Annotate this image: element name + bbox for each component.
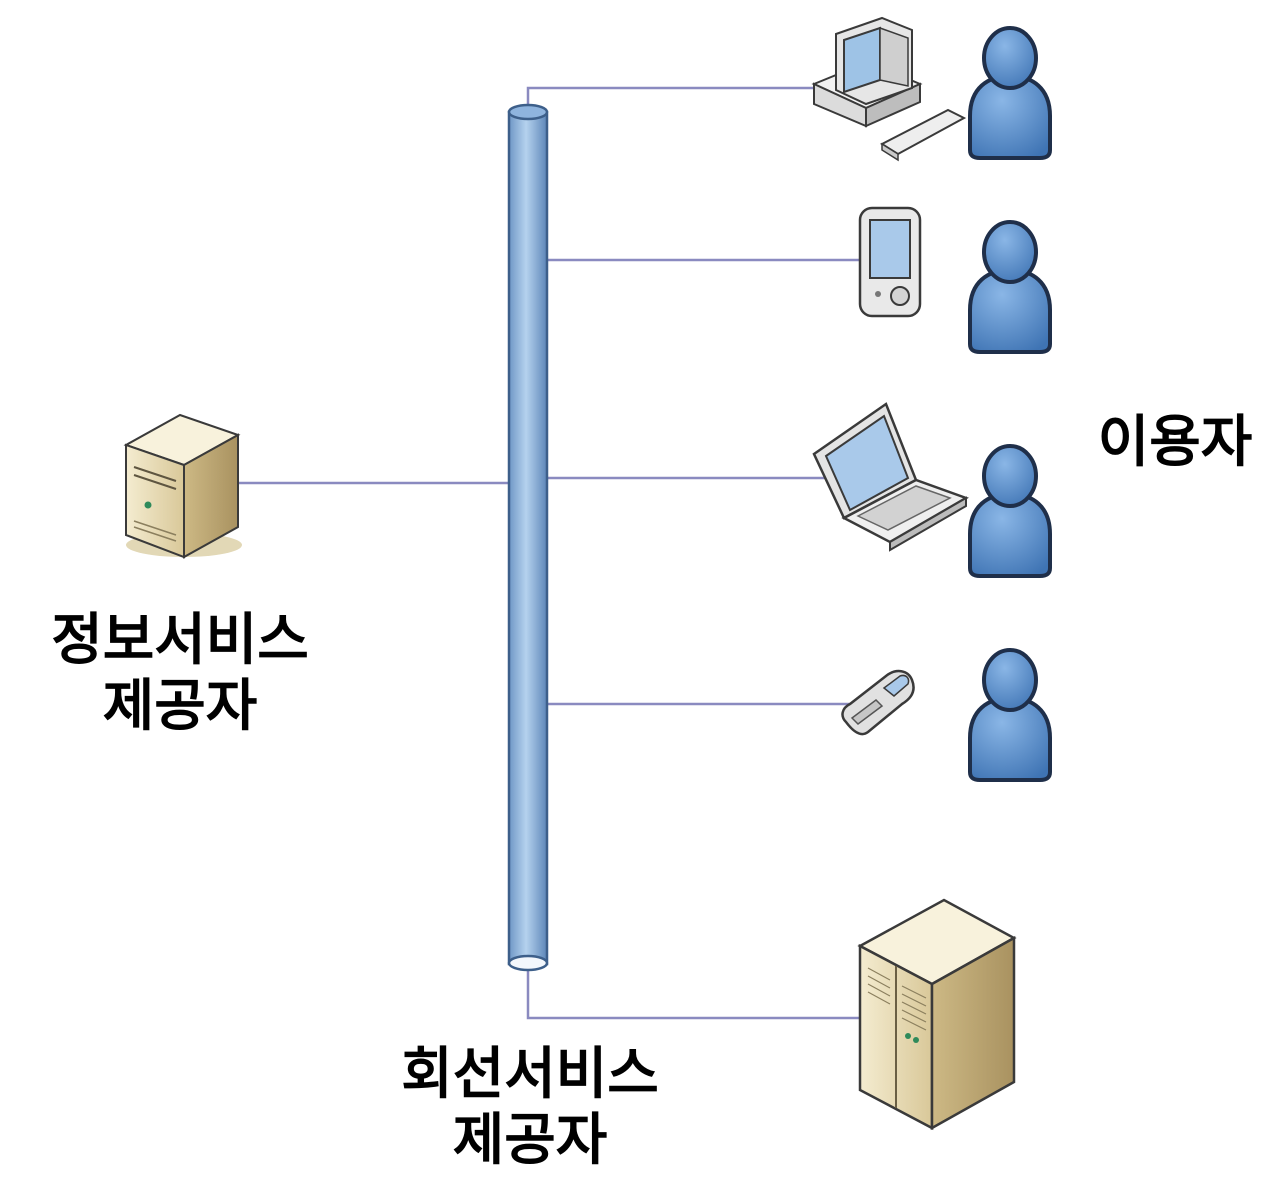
line-service-provider-label: 회선서비스 제공자 <box>330 1042 730 1174</box>
pda-icon <box>858 206 922 318</box>
network-bus <box>507 103 549 972</box>
laptop-icon <box>812 402 969 552</box>
user-icon <box>968 444 1052 578</box>
user-icon <box>968 648 1052 782</box>
connector-line-server <box>526 962 860 1020</box>
info-service-provider-label: 정보서비스 제공자 <box>10 608 350 740</box>
user-icon <box>968 220 1052 354</box>
tower-server-icon <box>123 413 242 559</box>
rack-server-icon <box>857 898 1017 1131</box>
desktop-computer-icon <box>811 16 967 162</box>
connector-lines <box>238 86 860 1020</box>
info-service-provider-label-line1: 정보서비스 <box>51 608 309 673</box>
mobile-phone-icon <box>841 669 915 736</box>
user-icon <box>968 26 1052 160</box>
users-label: 이용자 <box>1070 410 1280 476</box>
users-label-text: 이용자 <box>1097 410 1253 475</box>
line-service-provider-label-line2: 제공자 <box>452 1108 608 1173</box>
line-service-provider-label-line1: 회선서비스 <box>401 1042 659 1107</box>
connector-desktop <box>526 86 815 112</box>
info-service-provider-label-line2: 제공자 <box>102 674 258 739</box>
